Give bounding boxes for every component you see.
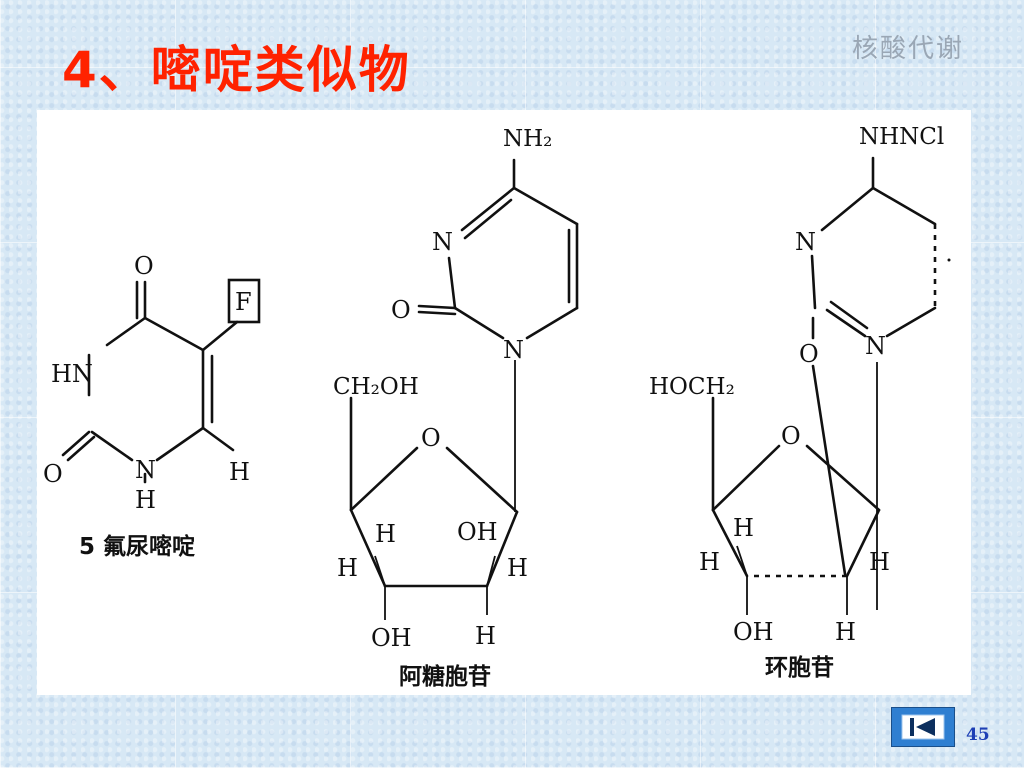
bond [417, 304, 457, 310]
bond [463, 198, 513, 240]
bond [805, 444, 881, 512]
atom-label: O [781, 422, 801, 450]
cyclocytidine-structure: NHNCl N O N HOCH₂ O H H H OH H 环胞苷 [649, 124, 951, 681]
fluorine-highlight-box [227, 278, 261, 324]
bond [845, 508, 881, 578]
bond [825, 308, 867, 338]
atom-label: O [799, 340, 819, 368]
bond [155, 426, 205, 462]
atom-label: H [375, 520, 396, 548]
atom-label: CH₂OH [333, 374, 419, 400]
atom-label: H [135, 486, 156, 514]
nav-back-button[interactable] [891, 707, 955, 747]
bond [525, 306, 579, 340]
atom-label: N [795, 228, 816, 256]
atom-label: H [835, 618, 856, 646]
bond [820, 186, 875, 232]
atom-label: O [391, 296, 411, 324]
atom-label: HOCH₂ [649, 374, 735, 400]
fluorouracil-structure: O F HN O N H H 5 氟尿嘧啶 [43, 252, 261, 560]
bond [143, 316, 205, 352]
chemical-structures-figure: O F HN O N H H 5 氟尿嘧啶 [37, 110, 971, 695]
bond [711, 444, 781, 512]
atom-label: HN [51, 360, 93, 388]
bond [349, 508, 387, 588]
bond [453, 306, 505, 340]
bond [885, 306, 937, 338]
structure-caption: 5 氟尿嘧啶 [79, 533, 195, 560]
bond [810, 254, 817, 310]
atom-label: NH₂ [503, 126, 552, 152]
structure-caption: 阿糖胞苷 [399, 663, 491, 690]
atom-label: NHNCl [859, 124, 944, 150]
bond [871, 186, 937, 226]
atom-label: OH [733, 618, 774, 646]
bond [105, 316, 147, 347]
bond [201, 320, 239, 352]
atom-label: OH [457, 518, 498, 546]
bond [736, 545, 748, 577]
atom-label: H [733, 514, 754, 542]
bond [512, 186, 579, 226]
atom-label: O [43, 460, 63, 488]
bond [349, 446, 419, 512]
bond [61, 430, 91, 457]
atom-label: H [507, 554, 528, 582]
bond [445, 446, 519, 514]
bond [486, 555, 496, 587]
bond [447, 256, 457, 310]
cytarabine-structure: NH₂ N O N CH₂OH O H OH H H OH H 阿糖胞苷 [333, 126, 579, 690]
structures-svg: O F HN O N H H 5 氟尿嘧啶 [43, 124, 951, 690]
atom-label: O [134, 252, 154, 280]
skip-back-icon [901, 714, 945, 740]
bond [201, 426, 235, 452]
bond [811, 364, 847, 576]
structure-caption: 环胞苷 [765, 654, 834, 681]
page-number: 45 [966, 725, 990, 745]
atom-label: H [475, 622, 496, 650]
atom-label: F [235, 288, 252, 316]
header-tag: 核酸代谢 [851, 34, 964, 64]
bond [460, 186, 516, 232]
bond [485, 510, 519, 588]
atom-label: N [865, 332, 886, 360]
atom-label: H [699, 548, 720, 576]
bond [66, 435, 96, 462]
bond [417, 310, 457, 316]
atom-label: H [229, 458, 250, 486]
dot-mark [947, 258, 951, 262]
atom-label: H [869, 548, 890, 576]
atom-label: N [432, 228, 453, 256]
slide-title: 4、嘧啶类似物 [62, 41, 411, 99]
atom-label: N [503, 336, 524, 364]
atom-label: OH [371, 624, 412, 652]
bond [711, 508, 749, 578]
atom-label: O [421, 424, 441, 452]
atom-label: N [135, 456, 156, 484]
bond [90, 430, 134, 462]
atom-label: H [337, 554, 358, 582]
bond [829, 300, 869, 330]
bond [374, 555, 386, 587]
